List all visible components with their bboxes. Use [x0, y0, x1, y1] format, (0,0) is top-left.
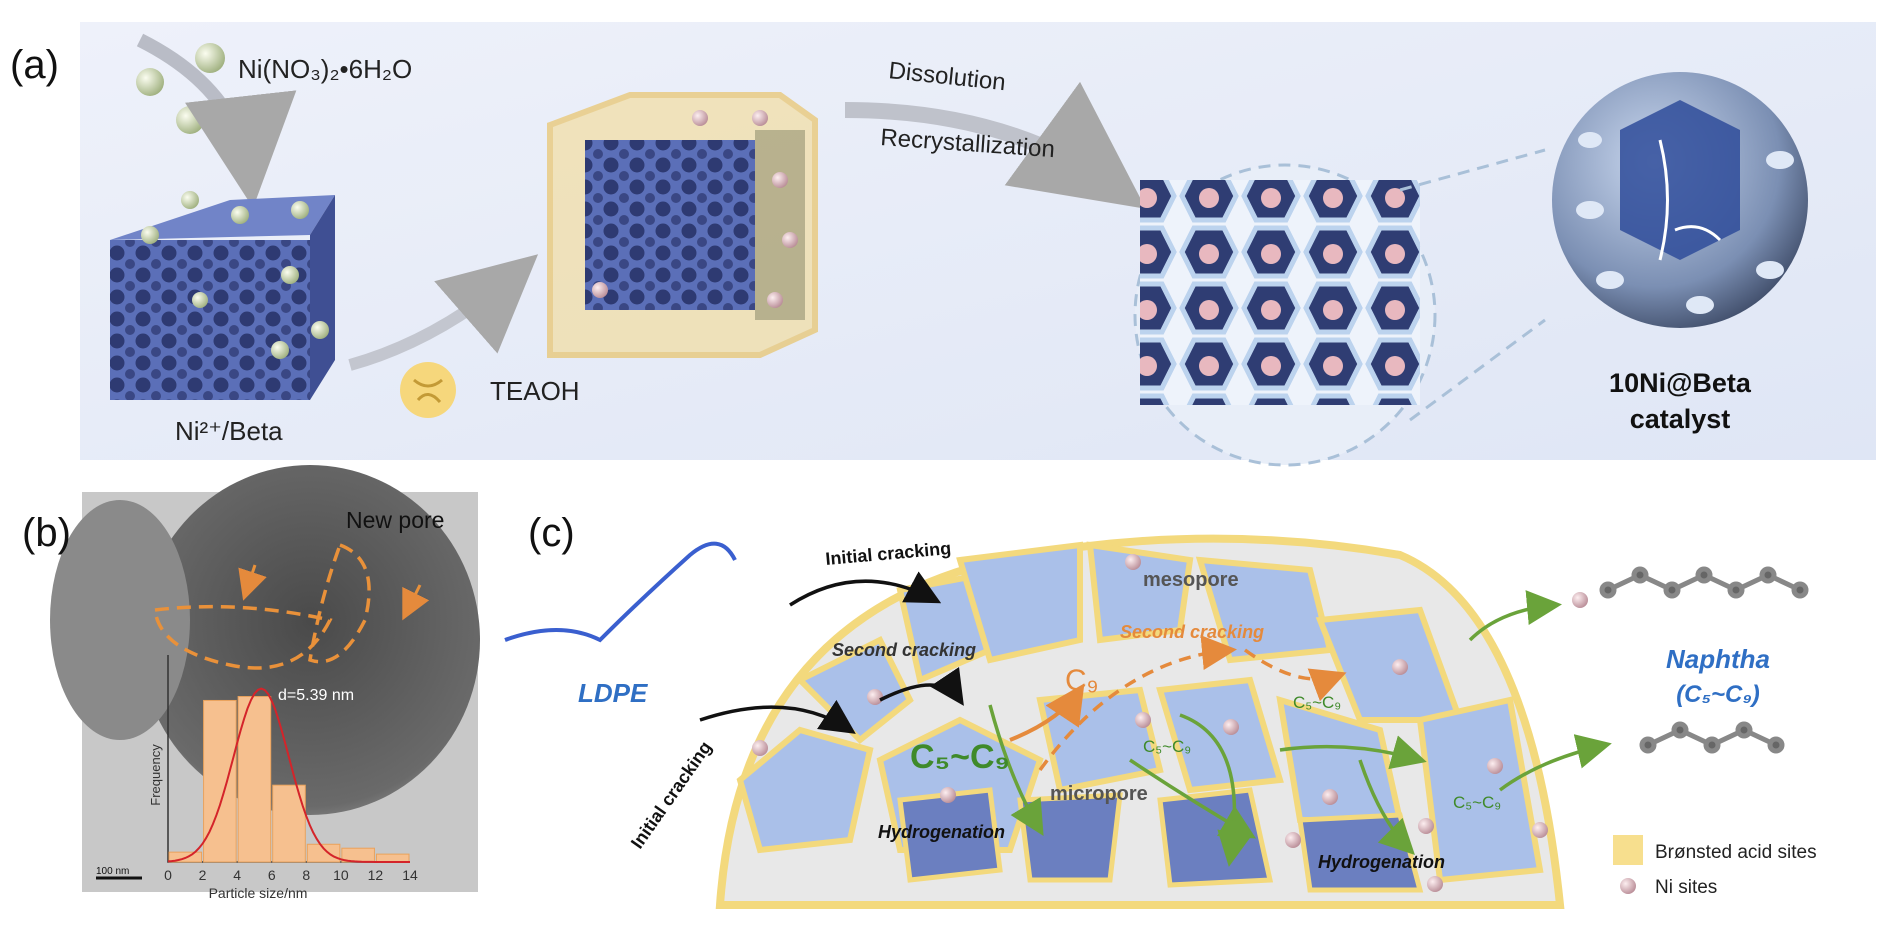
product-name: 10Ni@Beta: [1609, 368, 1752, 398]
histogram-bar: [306, 843, 341, 863]
panel-b: New pore d=5.39 nm 0 2 4 6 8 10 12 14 Particle …: [22, 465, 480, 901]
histogram-bar: [237, 696, 272, 863]
ni-sites-in-dome: [752, 554, 1588, 892]
histogram-x-tick: 12: [368, 867, 384, 883]
second-cracking-arrow-1: [1038, 635, 1237, 772]
precursor-formula: Ni(NO₃)₂•6H₂O: [238, 54, 412, 84]
histogram-x-tick: 2: [199, 867, 207, 883]
coated-zeolite-block: [547, 92, 818, 358]
grey-arrow-to-template: [348, 254, 539, 371]
recrystallization-arrow: [844, 81, 1146, 209]
c5-c9-large-label: C₅~C₉: [910, 738, 1010, 776]
pore-label: New pore: [346, 507, 444, 533]
second-cracking-left: Second cracking: [832, 640, 976, 660]
histogram-bar: [203, 699, 237, 863]
naphtha-molecule-long: [1599, 566, 1809, 599]
product-flow-arrows: [988, 590, 1612, 867]
legend-ni-label: Ni sites: [1655, 877, 1717, 898]
c5-c9-label-upper-right: C₅~C₉: [1293, 693, 1341, 712]
naphtha-molecule-short: [1639, 721, 1785, 754]
initial-cracking-arrow-left: [699, 699, 856, 734]
product-naphtha: Naphtha: [1666, 644, 1770, 674]
zoom-line-top: [1399, 148, 1546, 192]
ldpe-chain: [504, 541, 737, 643]
zeolite-fragments: [736, 541, 1544, 884]
support-label: Ni²⁺/Beta: [175, 416, 283, 446]
c5-c9-label-center: C₅~C₉: [1143, 737, 1191, 756]
scale-bar-label: 100 nm: [96, 866, 129, 877]
histogram-bar: [375, 853, 410, 863]
histogram-fit-curve: [167, 687, 410, 863]
product-type: catalyst: [1630, 404, 1731, 434]
histogram-x-tick: 4: [233, 867, 241, 883]
panel-c: (c) LDPE Initial cracking Initial cracki…: [504, 495, 1876, 920]
histogram-y-label: Frequency: [148, 744, 163, 806]
legend: Brønsted acid sites Ni sites: [1613, 835, 1817, 898]
teaoh-icon: [400, 362, 456, 418]
pore-outline-1: [153, 604, 333, 670]
histogram-x-tick: 8: [302, 867, 310, 883]
particle-size-histogram: 0 2 4 6 8 10 12 14: [164, 655, 418, 883]
histogram-x-tick: 14: [402, 867, 418, 883]
c9-label: C₉: [1065, 664, 1099, 697]
mean-size-label: d=5.39 nm: [278, 687, 354, 704]
pore-arrow-1: [238, 564, 267, 601]
hierarchical-zeolite-closeup: [1133, 163, 1437, 467]
pore-outline-2: [308, 542, 371, 664]
panel-a: (a) Ni(NO₃)₂•6H₂O Ni²⁺/Beta TEAOH Dissol…: [10, 22, 1876, 467]
pore-arrow-2: [402, 584, 430, 621]
histogram-x-tick: 0: [164, 867, 172, 883]
panel-c-label: (c): [528, 511, 575, 555]
precursor-arrow: [136, 33, 297, 208]
beta-zeolite-block: [110, 191, 335, 400]
catalyst-sphere: [1552, 72, 1808, 328]
mesopore-label: mesopore: [1143, 569, 1239, 591]
cracking-arrow-inner: [879, 666, 964, 706]
histogram-x-label: Particle size/nm: [209, 885, 308, 901]
hydrogenation-label-left: Hydrogenation: [878, 822, 1005, 842]
c5-c9-label-right: C₅~C₉: [1453, 793, 1501, 812]
histogram-x-tick: 10: [333, 867, 349, 883]
panel-b-label: (b): [22, 511, 71, 555]
product-carbon-range: (C₅~C₉): [1676, 681, 1760, 708]
histogram-x-tick: 6: [268, 867, 276, 883]
initial-cracking-arrow-top: [789, 571, 942, 607]
second-cracking-right: Second cracking: [1120, 622, 1264, 642]
legend-acid-label: Brønsted acid sites: [1655, 842, 1817, 863]
panel-a-label: (a): [10, 43, 59, 87]
zoom-line-bottom: [1409, 318, 1546, 422]
micropore-label: micropore: [1050, 783, 1148, 805]
legend-ni-swatch: [1620, 878, 1636, 894]
hydrogenation-label-right: Hydrogenation: [1318, 852, 1445, 872]
c9-arrow: [1009, 683, 1085, 742]
tem-particle-left: [50, 500, 190, 740]
feed-label: LDPE: [578, 678, 648, 708]
template-label: TEAOH: [490, 376, 580, 406]
legend-acid-swatch: [1613, 835, 1643, 865]
